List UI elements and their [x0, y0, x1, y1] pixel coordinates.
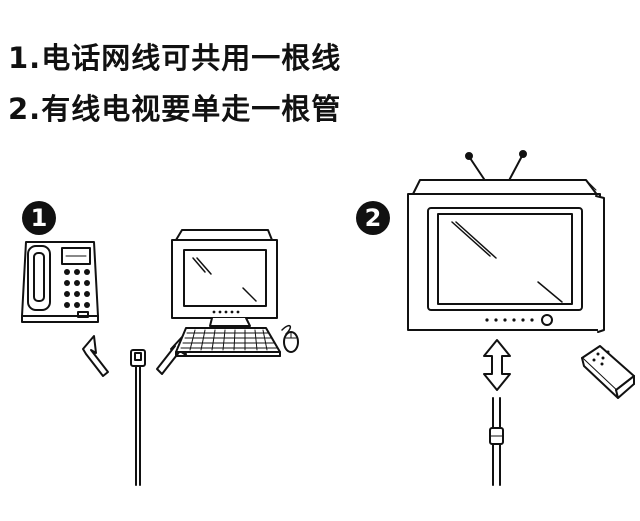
step-badge-1: 1: [22, 201, 56, 235]
network-cable-icon: [130, 349, 146, 486]
step-badge-2: 2: [356, 201, 390, 235]
coaxial-cable-icon: [489, 397, 504, 486]
keyboard-icon: [175, 327, 281, 357]
instruction-line-2: 2.有线电视要单走一根管: [8, 92, 342, 126]
telephone-icon: [21, 241, 99, 323]
television-icon: [407, 150, 605, 333]
double-arrow-icon: [483, 339, 511, 391]
remote-control-icon: [581, 345, 635, 399]
mouse-icon: [281, 324, 299, 353]
arrow-to-telephone: [82, 335, 109, 377]
computer-monitor-icon: [171, 229, 278, 327]
instruction-line-1: 1.电话网线可共用一根线: [8, 41, 342, 75]
